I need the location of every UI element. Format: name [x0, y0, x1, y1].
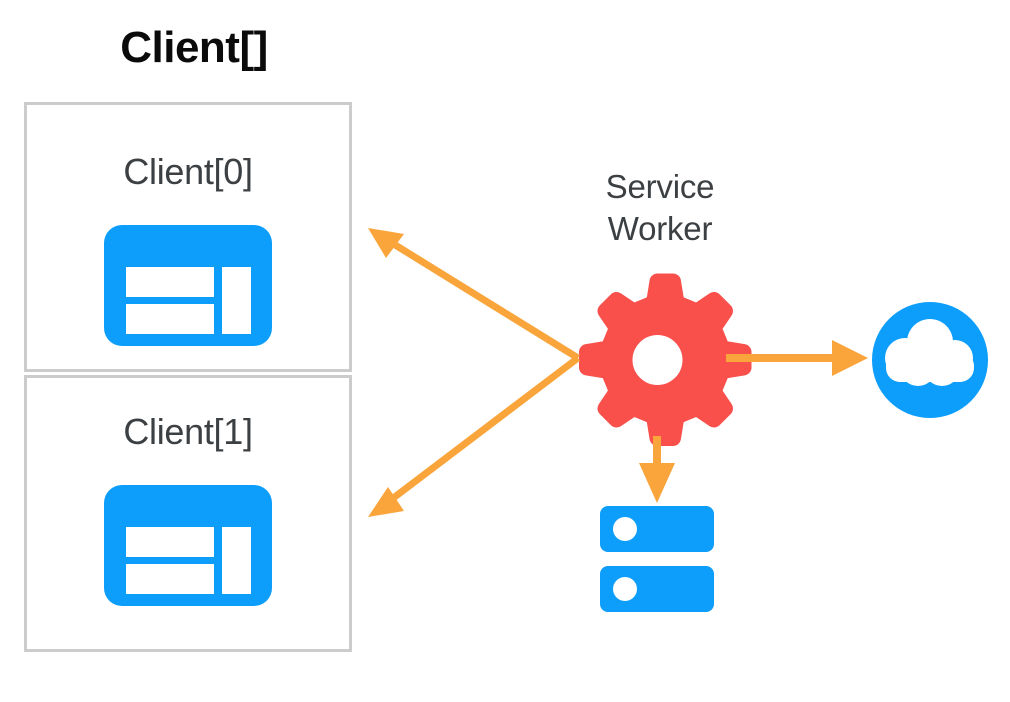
cloud-icon	[872, 302, 988, 418]
client-label-0: Client[0]	[123, 151, 253, 192]
arrow-sw-to-database	[639, 436, 675, 503]
database-row-top	[600, 506, 714, 552]
browser-window-icon	[104, 225, 272, 346]
client-box-0: Client[0]	[24, 102, 352, 372]
client-label-1: Client[1]	[123, 411, 253, 452]
service-worker-label: Service Worker	[563, 166, 757, 250]
database-icon	[600, 506, 714, 612]
browser-pane-left-bottom	[126, 304, 214, 334]
service-worker-label-line-2: Worker	[607, 210, 713, 248]
browser-pane-left-top	[126, 527, 214, 557]
browser-pane-right	[222, 527, 251, 594]
arrow-sw-to-client-0	[368, 228, 580, 361]
database-indicator-dot	[613, 517, 637, 541]
browser-pane-left-top	[126, 267, 214, 297]
browser-window-icon	[104, 485, 272, 606]
service-worker-label-line-1: Service	[605, 168, 715, 205]
database-row-bottom	[600, 566, 714, 612]
gear-icon	[579, 273, 752, 446]
page-title: Client[]	[120, 23, 268, 72]
database-indicator-dot	[613, 577, 637, 601]
browser-pane-right	[222, 267, 251, 334]
client-box-1: Client[1]	[24, 375, 352, 652]
browser-pane-left-bottom	[126, 564, 214, 594]
arrow-sw-to-client-1	[368, 355, 581, 517]
arrow-sw-to-cloud	[726, 340, 868, 376]
